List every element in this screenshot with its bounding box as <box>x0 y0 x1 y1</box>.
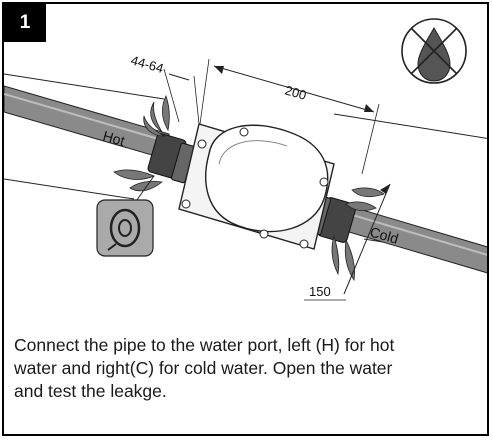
dimension-width-label: 200 <box>283 82 308 102</box>
dimension-200: 200 <box>199 58 380 175</box>
no-water-drop-icon <box>401 18 467 84</box>
dimension-150: 150 <box>304 183 391 301</box>
instruction-line: Connect the pipe to the water port, left… <box>14 335 395 355</box>
dimension-depth-label: 150 <box>309 284 331 299</box>
valve-body <box>178 123 335 250</box>
cold-pipe-label: Cold <box>368 224 400 247</box>
instruction-line: and test the leakge. <box>14 381 167 401</box>
hot-pipe-label: Hot <box>101 128 126 149</box>
dimension-inlet-label: 44-64 <box>129 52 165 76</box>
hot-pipe: Hot <box>4 85 170 161</box>
instruction-line: water and right(C) for cold water. Open … <box>14 358 393 378</box>
hot-fitting <box>147 133 195 184</box>
water-spray-right <box>331 187 385 282</box>
step-number-badge: 1 <box>4 4 46 42</box>
sealing-tape-icon <box>96 175 155 257</box>
installation-diagram: Hot Cold <box>4 18 487 301</box>
instruction-text: Connect the pipe to the water port, left… <box>14 334 484 403</box>
water-spray-left <box>113 94 170 192</box>
instruction-panel: 1 Hot Cold <box>2 2 489 436</box>
